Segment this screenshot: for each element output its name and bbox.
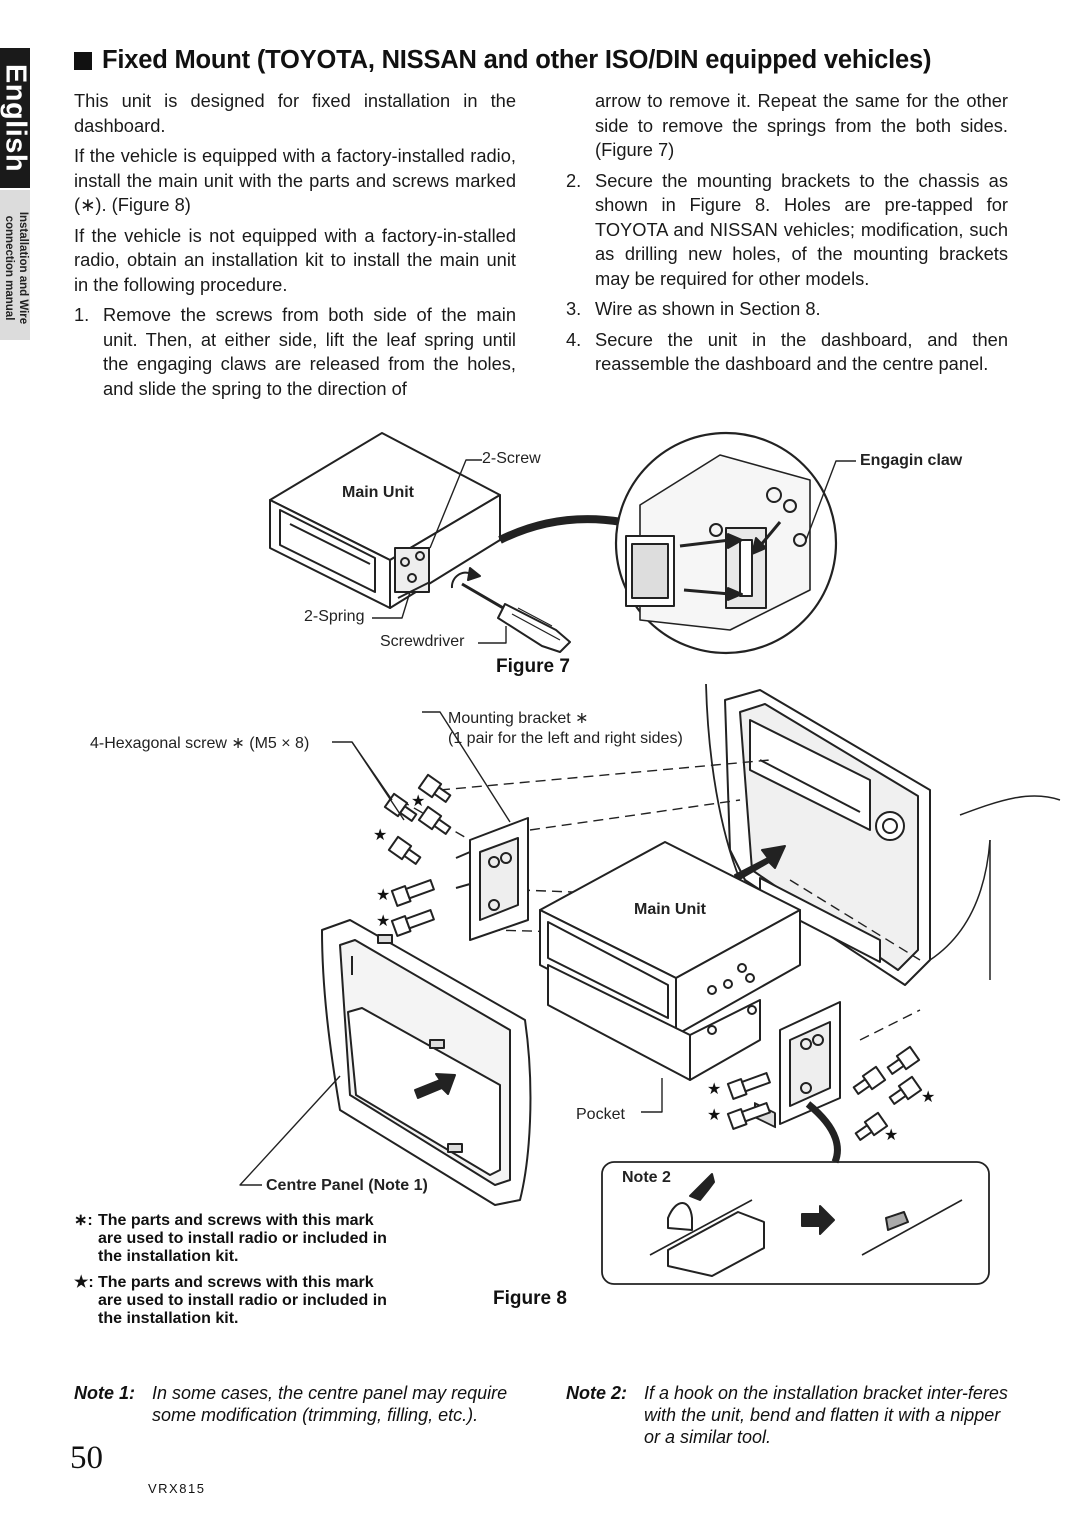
right-screws-drawing (726, 1045, 923, 1141)
step-4-text: Secure the unit in the dashboard, and th… (595, 328, 1008, 375)
spring-label: 2-Spring (304, 608, 365, 625)
language-tab (0, 48, 30, 188)
model-name: VRX815 (148, 1481, 206, 1496)
figure7-main-unit-drawing (269, 432, 501, 609)
screw-label: 2-Screw (482, 450, 541, 467)
right-column: arrow to remove it. Repeat the same for … (566, 89, 1008, 383)
note2-box-label: Note 2 (622, 1169, 671, 1186)
star-legend: ★: The parts and screws with this mark a… (74, 1274, 387, 1328)
pocket-label: Pocket (576, 1106, 625, 1123)
step-1-text: Remove the screws from both side of the … (103, 304, 516, 399)
title-square-icon (74, 51, 92, 70)
section-label: Installation and Wire connection manual (2, 212, 30, 324)
asterisk-legend-line3: the installation kit. (98, 1248, 239, 1265)
step-3-text: Wire as shown in Section 8. (595, 298, 821, 319)
note-1-text: In some cases, the centre panel may requ… (152, 1383, 508, 1425)
svg-text:★: ★ (373, 827, 387, 844)
step-1: 1. Remove the screws from both side of t… (74, 303, 516, 401)
engaging-claw-label: Engagin claw (860, 452, 963, 469)
figure7-caption: Figure 7 (496, 656, 570, 677)
step-2-text: Secure the mounting brackets to the chas… (595, 169, 1008, 289)
svg-text:★: ★ (884, 1127, 898, 1144)
page-number: 50 (70, 1440, 103, 1476)
star-legend-line2: are used to install radio or included in (98, 1292, 387, 1309)
step-2: 2. Secure the mounting brackets to the c… (566, 169, 1008, 292)
dashboard-drawing (705, 683, 1061, 1129)
svg-text:★: ★ (707, 1081, 721, 1098)
figure7-zoom-circle (614, 431, 838, 655)
note-2-text: If a hook on the installation bracket in… (644, 1383, 1008, 1447)
section-label-line2: connection manual (3, 215, 15, 321)
left-screws-drawing (383, 773, 452, 937)
section-title-text: Fixed Mount (TOYOTA, NISSAN and other IS… (102, 46, 932, 74)
installation-diagrams: ★ ★ ★ ★ ★ ★ ★ ★ 2-Screw Main Unit 2-Spri… (0, 420, 1080, 1380)
centre-panel-drawing (321, 919, 532, 1206)
step-4: 4. Secure the unit in the dashboard, and… (566, 328, 1008, 377)
asterisk-legend: ∗: The parts and screws with this mark a… (74, 1212, 387, 1266)
step-2-number: 2. (566, 169, 582, 191)
star-mark: ★: (74, 1274, 94, 1291)
step-4-number: 4. (566, 328, 582, 350)
no-radio-paragraph: If the vehicle is not equipped with a fa… (74, 224, 516, 295)
note-2-label: Note 2: (566, 1383, 628, 1403)
screwdriver-label: Screwdriver (380, 633, 465, 650)
hex-screw-label: 4-Hexagonal screw ∗ (M5 × 8) (90, 735, 310, 752)
intro-paragraph: This unit is designed for fixed installa… (74, 90, 516, 136)
figure8-caption: Figure 8 (493, 1288, 567, 1309)
language-label: English (0, 63, 32, 173)
svg-text:★: ★ (921, 1089, 935, 1106)
svg-text:★: ★ (707, 1107, 721, 1124)
note-1: Note 1: In some cases, the centre panel … (74, 1382, 534, 1426)
svg-text:★: ★ (376, 887, 390, 904)
asterisk-legend-line2: are used to install radio or included in (98, 1230, 387, 1247)
step-3: 3. Wire as shown in Section 8. (566, 297, 1008, 322)
left-bracket-drawing (455, 817, 529, 941)
right-bracket-drawing (779, 1001, 841, 1125)
step-3-number: 3. (566, 298, 582, 319)
fig7-main-unit-label: Main Unit (342, 484, 414, 501)
bracket-sub-label: (1 pair for the left and right sides) (448, 730, 683, 747)
section-title: Fixed Mount (TOYOTA, NISSAN and other IS… (74, 46, 931, 75)
fig8-main-unit-label: Main Unit (634, 901, 706, 918)
star-legend-line3: the installation kit. (98, 1310, 239, 1327)
step-1-number: 1. (74, 304, 90, 325)
svg-text:★: ★ (411, 793, 425, 810)
star-legend-line1: The parts and screws with this mark (98, 1274, 374, 1291)
factory-radio-paragraph: If the vehicle is equipped with a factor… (74, 145, 516, 215)
asterisk-mark: ∗: (74, 1212, 93, 1229)
step-1-continued: arrow to remove it. Repeat the same for … (595, 90, 1008, 160)
left-column: This unit is designed for fixed installa… (74, 89, 516, 407)
svg-text:★: ★ (376, 913, 390, 930)
screwdriver-drawing (450, 567, 571, 653)
note-2: Note 2: If a hook on the installation br… (566, 1382, 1011, 1448)
note-1-label: Note 1: (74, 1383, 136, 1403)
section-tab (0, 190, 30, 340)
section-label-line1: Installation and Wire (17, 211, 29, 325)
installation-drawing: ★ ★ ★ ★ ★ ★ ★ ★ (239, 431, 1061, 1285)
figure8-main-unit-drawing (539, 841, 801, 1081)
bracket-label: Mounting bracket ∗ (448, 710, 589, 727)
star-marks: ★ ★ ★ ★ ★ ★ ★ ★ (373, 793, 935, 1144)
centre-panel-label: Centre Panel (Note 1) (266, 1177, 428, 1194)
asterisk-legend-line1: The parts and screws with this mark (98, 1212, 374, 1229)
note2-box-drawing (601, 1101, 990, 1285)
